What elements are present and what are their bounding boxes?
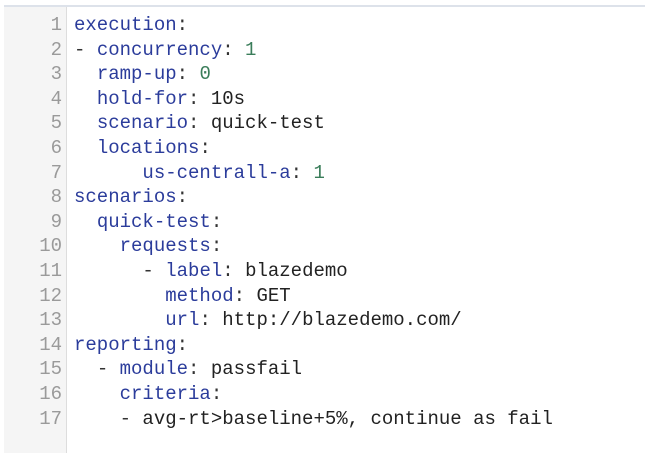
code-line[interactable]: 9 quick-test: (0, 210, 645, 235)
yaml-key: reporting (74, 333, 177, 356)
editor-top-border (4, 5, 645, 7)
line-number: 4 (50, 87, 62, 110)
code-line[interactable]: 4 hold-for: 10s (0, 87, 645, 112)
indent (74, 88, 97, 110)
code-line[interactable]: 3 ramp-up: 0 (0, 62, 645, 87)
indent (74, 235, 120, 257)
yaml-key: requests (119, 235, 211, 258)
colon: : (176, 63, 200, 86)
yaml-value: quick-test (210, 112, 325, 135)
indent (74, 358, 97, 380)
line-number: 11 (39, 259, 62, 282)
code-line[interactable]: 11 - label: blazedemo (0, 259, 645, 284)
yaml-key: module (119, 358, 189, 381)
code-line[interactable]: 10 requests: (0, 234, 645, 259)
yaml-key: us-centrall-a (142, 161, 291, 184)
line-number: 13 (39, 309, 62, 332)
colon: : (210, 382, 223, 405)
yaml-key: label (165, 259, 223, 282)
line-number: 12 (39, 284, 62, 307)
list-dash: - (142, 259, 166, 282)
line-number: 10 (39, 235, 62, 258)
yaml-value: avg-rt>baseline+5%, continue as fail (142, 407, 553, 430)
line-number: 17 (39, 407, 62, 430)
list-dash: - (119, 407, 143, 430)
colon: : (199, 309, 223, 332)
yaml-value: passfail (210, 358, 303, 381)
code-line[interactable]: 14 reporting: (0, 333, 645, 358)
yaml-key: method (165, 284, 234, 307)
line-number: 5 (50, 112, 62, 135)
yaml-key: locations (96, 136, 200, 159)
colon: : (210, 235, 223, 258)
line-number: 6 (50, 136, 62, 159)
yaml-value: 1 (313, 161, 325, 184)
code-line[interactable]: 2- concurrency: 1 (0, 38, 645, 63)
line-number: 14 (39, 333, 62, 356)
indent (74, 260, 142, 282)
line-number: 2 (50, 38, 62, 61)
line-number: 7 (50, 161, 62, 184)
code-line[interactable]: 17 - avg-rt>baseline+5%, continue as fai… (0, 407, 645, 432)
yaml-value: 0 (199, 63, 211, 86)
indent (74, 63, 97, 85)
indent (74, 112, 97, 134)
indent (74, 408, 120, 430)
yaml-key: url (165, 309, 200, 332)
line-number: 8 (50, 186, 62, 209)
yaml-key: criteria (119, 382, 211, 405)
code-line[interactable]: 5 scenario: quick-test (0, 111, 645, 136)
yaml-key: scenario (96, 112, 189, 135)
yaml-key: concurrency (96, 38, 223, 61)
line-number-gutter (4, 7, 67, 453)
yaml-value: http://blazedemo.com/ (222, 309, 462, 332)
line-number: 15 (39, 358, 62, 381)
indent (74, 162, 142, 184)
yaml-key: hold-for (96, 87, 189, 110)
colon: : (233, 284, 257, 307)
colon: : (176, 186, 189, 209)
code-line[interactable]: 6 locations: (0, 136, 645, 161)
colon: : (199, 136, 211, 159)
colon: : (222, 259, 246, 282)
code-line[interactable]: 12 method: GET (0, 284, 645, 309)
yaml-value: 10s (210, 87, 246, 110)
code-line[interactable]: 8 scenarios: (0, 185, 645, 210)
colon: : (176, 14, 189, 36)
colon: : (188, 112, 211, 135)
colon: : (222, 38, 246, 61)
colon: : (188, 87, 211, 110)
indent (74, 309, 165, 331)
yaml-value: 1 (245, 38, 257, 61)
list-dash: - (96, 358, 120, 381)
code-line[interactable]: 15 - module: passfail (0, 357, 645, 382)
list-dash: - (74, 38, 97, 61)
indent (74, 137, 97, 159)
line-number: 16 (39, 382, 62, 405)
yaml-value: GET (256, 284, 291, 307)
yaml-key: quick-test (96, 210, 211, 233)
indent (74, 383, 120, 405)
line-number: 9 (50, 210, 62, 233)
yaml-key: scenarios (74, 186, 177, 209)
code-line[interactable]: 1 execution: (0, 13, 645, 38)
colon: : (176, 333, 189, 356)
colon: : (290, 161, 314, 184)
line-number: 1 (50, 14, 62, 36)
code-line[interactable]: 16 criteria: (0, 382, 645, 407)
yaml-key: ramp-up (96, 63, 177, 86)
yaml-key: execution (74, 14, 177, 36)
colon: : (188, 358, 211, 381)
code-line[interactable]: 13 url: http://blazedemo.com/ (0, 308, 645, 333)
line-number: 3 (50, 63, 62, 86)
indent (74, 211, 97, 233)
indent (74, 285, 165, 307)
yaml-value: blazedemo (245, 259, 348, 282)
colon: : (210, 210, 223, 233)
code-line[interactable]: 7 us-centrall-a: 1 (0, 161, 645, 186)
